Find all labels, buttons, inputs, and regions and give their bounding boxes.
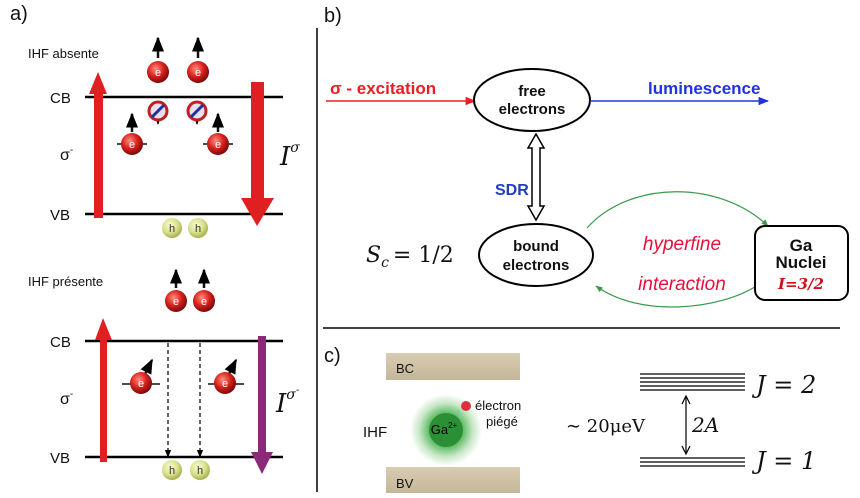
cb-label-top: CB: [50, 90, 71, 107]
j1-label: J = 1: [751, 447, 816, 475]
hole-2-top: h: [188, 218, 208, 238]
nuclei-line2: Nuclei: [775, 253, 826, 272]
electron-free-1-top: e: [147, 36, 169, 83]
electron-bound-1-top: e: [121, 112, 143, 155]
sigma-label-bottom: σ-: [60, 389, 73, 408]
intensity-label-top: Iσ: [279, 140, 300, 172]
excitation-arrow-bottom: [95, 318, 112, 462]
free-electrons-line2: electrons: [499, 101, 566, 118]
forbidden-symbol-1: [147, 100, 169, 125]
electron-bound-2-bottom: e: [214, 358, 238, 394]
hyperfine-line2: interaction: [638, 274, 726, 295]
panel-a-top: IHF absente CB VB σ- Iσ e: [28, 36, 300, 238]
nuclei-spin: I=3/2: [777, 275, 824, 293]
svg-text:e: e: [222, 378, 228, 390]
panel-c-label: c): [324, 345, 341, 367]
electron-bound-2-top: e: [207, 112, 229, 155]
electron-free-2-top: e: [187, 36, 209, 83]
bound-electrons-node: [478, 223, 594, 287]
bc-label: BC: [396, 361, 414, 376]
trapped-electron: [461, 401, 471, 411]
electron-free-1-bottom: e: [165, 268, 187, 312]
bv-label: BV: [396, 476, 414, 491]
j1-levels: [640, 457, 745, 467]
hyperfine-arc-bottom: [595, 284, 759, 308]
trapped-line1: électron: [475, 398, 521, 413]
luminescence-label: luminescence: [648, 79, 760, 98]
free-electrons-line1: free: [518, 83, 546, 100]
ga-nuclei-node: [754, 225, 849, 301]
free-electrons-node: [473, 68, 591, 132]
svg-text:e: e: [138, 378, 144, 390]
panel-a-label: a): [10, 3, 28, 25]
excitation-label: σ - excitation: [330, 79, 436, 98]
svg-text:h: h: [169, 465, 175, 477]
svg-text:e: e: [195, 67, 201, 79]
j2-label: J = 2: [751, 371, 816, 399]
trapped-electron-spin: [457, 409, 462, 419]
hole-1-bottom: h: [162, 460, 182, 480]
panel-c: c) BC BV Ga2+ IHF électron piégé J = 2: [324, 345, 816, 493]
electron-free-2-bottom: e: [193, 268, 215, 312]
svg-text:e: e: [215, 139, 221, 151]
hyperfine-arc-top: [586, 191, 769, 229]
sigma-label-top: σ-: [60, 145, 73, 164]
vb-label-bottom: VB: [50, 450, 70, 467]
svg-text:e: e: [129, 139, 135, 151]
splitting-arrow: [681, 394, 691, 456]
luminescence-arrow-bottom: [251, 336, 273, 474]
bound-electrons-line1: bound: [513, 238, 559, 255]
ga-ion-core: [429, 413, 463, 447]
panel-a-bottom: IHF présente CB VB σ- Iσ- e: [28, 268, 300, 480]
vb-label-top: VB: [50, 207, 70, 224]
hole-2-bottom: h: [190, 460, 210, 480]
luminescence-arrow-top: [241, 82, 274, 226]
hole-1-top: h: [162, 218, 182, 238]
nuclei-line1: Ga: [790, 236, 813, 255]
sdr-label: SDR: [495, 182, 529, 199]
svg-text:e: e: [155, 67, 161, 79]
svg-text:e: e: [173, 296, 179, 308]
panel-b-label: b): [324, 5, 342, 27]
svg-text:h: h: [169, 223, 175, 235]
ihf-present-title: IHF présente: [28, 274, 103, 289]
intensity-label-bottom: Iσ-: [275, 385, 300, 419]
svg-text:h: h: [195, 223, 201, 235]
hyperfine-line1: hyperfine: [643, 234, 721, 255]
cb-label-bottom: CB: [50, 334, 71, 351]
j2-levels: [640, 373, 745, 391]
panel-a: a) IHF absente CB VB σ- Iσ: [10, 3, 300, 480]
ihf-absent-title: IHF absente: [28, 46, 99, 61]
trapped-line2: piégé: [486, 414, 518, 429]
spin-label: Sc= 1/2: [366, 243, 454, 271]
bound-electrons-line2: electrons: [503, 257, 570, 274]
splitting-label: 2A: [691, 413, 719, 437]
ga-ion-label: Ga2+: [431, 421, 458, 437]
bc-band: [386, 353, 520, 380]
svg-text:h: h: [197, 465, 203, 477]
ihf-label: IHF: [363, 424, 387, 441]
sdr-double-arrow: [526, 132, 546, 222]
bv-band: [386, 467, 520, 493]
energy-gap-label: ∼ 20μeV: [566, 416, 646, 437]
forbidden-symbol-2: [186, 100, 208, 125]
electron-bound-1-bottom: e: [130, 358, 154, 394]
excitation-arrow-top: [89, 72, 107, 218]
panel-b: b) σ - excitation free electrons lumines…: [324, 5, 849, 308]
svg-text:e: e: [201, 296, 207, 308]
